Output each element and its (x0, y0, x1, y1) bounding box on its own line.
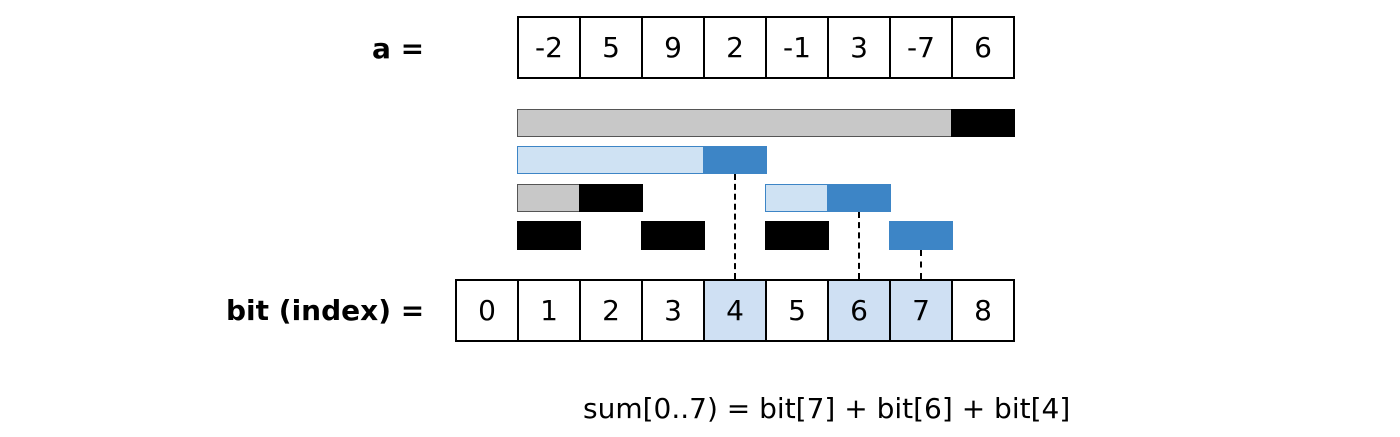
range-bar-node-4 (517, 146, 704, 174)
connector-node-7 (920, 250, 922, 279)
node-bar-6 (827, 184, 891, 212)
bit-cell: 0 (455, 279, 519, 342)
range-bar-node-2 (517, 184, 580, 212)
bit-cell: 2 (579, 279, 643, 342)
array-a-cell: -1 (765, 16, 829, 79)
node-bar-7 (889, 221, 953, 250)
node-bar-3 (641, 221, 705, 250)
array-a-cell: 2 (703, 16, 767, 79)
range-bar-node-6 (765, 184, 828, 212)
array-a-cell: -7 (889, 16, 953, 79)
bit-cell: 5 (765, 279, 829, 342)
array-a-cell: -2 (517, 16, 581, 79)
bit-cell: 3 (641, 279, 705, 342)
bit-cell-highlighted: 4 (703, 279, 767, 342)
connector-node-6 (858, 212, 860, 279)
node-bar-5 (765, 221, 829, 250)
array-a-cell: 5 (579, 16, 643, 79)
bit-cell-highlighted: 7 (889, 279, 953, 342)
connector-node-4 (734, 174, 736, 279)
array-a-cell: 6 (951, 16, 1015, 79)
bit-cell: 1 (517, 279, 581, 342)
sum-formula: sum[0..7) = bit[7] + bit[6] + bit[4] (583, 392, 1071, 425)
array-a-cell: 9 (641, 16, 705, 79)
array-a-label: a = (372, 32, 425, 65)
bit-cell-highlighted: 6 (827, 279, 891, 342)
node-bar-1 (517, 221, 581, 250)
node-bar-8 (951, 109, 1015, 137)
array-a-cell: 3 (827, 16, 891, 79)
bit-cell: 8 (951, 279, 1015, 342)
bit-array-label: bit (index) = (226, 294, 425, 327)
range-bar-node-8 (517, 109, 952, 137)
node-bar-2 (579, 184, 643, 212)
node-bar-4 (703, 146, 767, 174)
